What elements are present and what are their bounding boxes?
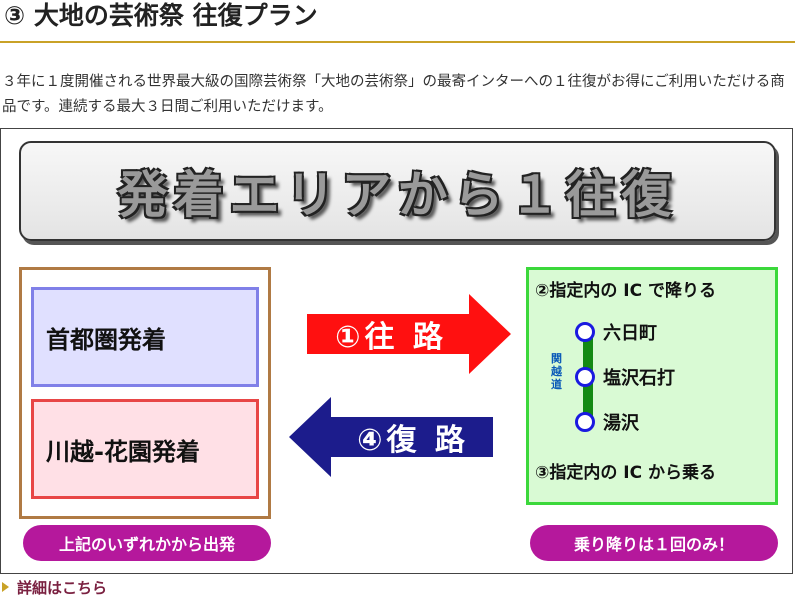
expressway-name: 関越道 (551, 352, 562, 391)
origin-area-panel: 首都圏発着 川越-花園発着 (19, 267, 271, 519)
diagram-banner: 発着エリアから１往復 (19, 141, 776, 241)
stop-marker-icon (575, 322, 595, 342)
origin-kawagoe-hanazono: 川越-花園発着 (31, 399, 259, 499)
details-link[interactable]: 詳細はこちら (0, 574, 107, 600)
outbound-label: ①往 路 (335, 320, 447, 355)
exit-instruction: ②指定内の IC で降りる (535, 281, 717, 301)
banner-text: 発着エリアから１往復 (117, 166, 678, 224)
stop-marker-icon (575, 367, 595, 387)
single-use-note-badge: 乗り降りは１回のみ！ (530, 525, 778, 561)
plan-description: ３年に１度開催される世界最大級の国際芸術祭「大地の芸術祭」の最寄インターへの１往… (2, 74, 785, 115)
return-label: ④復 路 (357, 423, 469, 458)
return-arrow: ④復 路 (289, 397, 493, 477)
stop-shiozawa-ishiuchi: 塩沢石打 (603, 368, 675, 389)
outbound-arrow: ①往 路 (307, 294, 511, 374)
stop-marker-icon (575, 412, 595, 432)
departure-note-badge: 上記のいずれかから出発 (23, 525, 271, 561)
stop-yuzawa: 湯沢 (603, 413, 639, 434)
section-title: ③ 大地の芸術祭 往復プラン (4, 1, 318, 30)
details-link-label: 詳細はこちら (17, 578, 108, 597)
stop-muikamachi: 六日町 (603, 323, 657, 344)
return-arrow-icon (289, 397, 493, 477)
destination-panel: ②指定内の IC で降りる 関越道 六日町 塩沢石打 湯沢 ③指定内の IC か… (526, 267, 778, 505)
triangle-bullet-icon (2, 582, 9, 592)
origin-tokyo-metro: 首都圏発着 (31, 287, 259, 387)
outbound-arrow-icon (307, 294, 511, 374)
entry-instruction: ③指定内の IC から乗る (535, 463, 717, 483)
plan-diagram: 発着エリアから１往復 首都圏発着 川越-花園発着 ①往 路 ④復 路 ②指定内の… (0, 128, 793, 574)
title-divider (0, 41, 795, 43)
